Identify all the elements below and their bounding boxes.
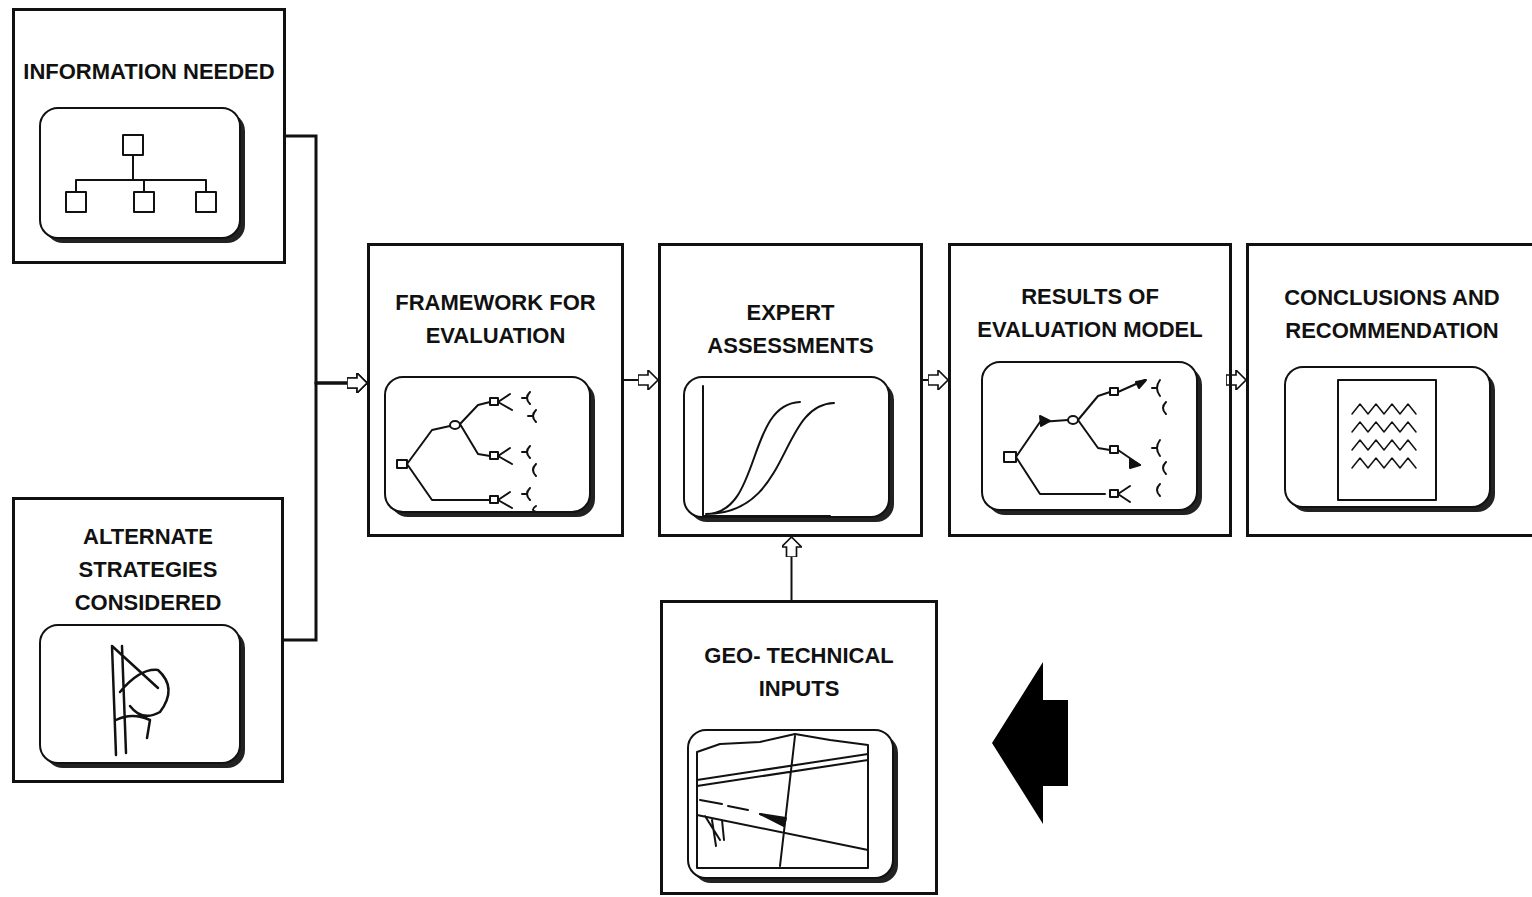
box-title: INFORMATION NEEDED (17, 55, 280, 88)
org-chart-icon (40, 108, 245, 243)
decision-tree-icon (385, 377, 595, 517)
process-box: FRAMEWORK FOR EVALUATION (367, 243, 624, 537)
node-label-area: EXPERT ASSESSMENTS (661, 286, 920, 372)
box-title: RESULTS OF EVALUATION MODEL (951, 280, 1229, 346)
node-label-area: ALTERNATE STRATEGIES CONSIDERED (15, 514, 281, 624)
probability-curves-icon (684, 377, 894, 522)
box-title: EXPERT ASSESSMENTS (661, 296, 920, 362)
process-box: RESULTS OF EVALUATION MODEL (948, 243, 1232, 537)
box-title: FRAMEWORK FOR EVALUATION (370, 286, 621, 352)
box-title: CONCLUSIONS AND RECOMMENDATION (1249, 281, 1532, 347)
input-box: GEO- TECHNICAL INPUTS (660, 600, 938, 895)
evaluated-tree-icon (982, 362, 1202, 515)
input-box: INFORMATION NEEDED (12, 8, 286, 264)
node-label-area: CONCLUSIONS AND RECOMMENDATION (1249, 260, 1532, 368)
node-label-area: FRAMEWORK FOR EVALUATION (370, 260, 621, 378)
flow-arrow (624, 379, 658, 381)
node-label-area: INFORMATION NEEDED (15, 31, 283, 111)
flow-arrow (791, 537, 793, 600)
output-box: CONCLUSIONS AND RECOMMENDATION (1246, 243, 1532, 537)
box-title: GEO- TECHNICAL INPUTS (663, 639, 935, 705)
bracket-connector (284, 383, 367, 640)
bracket-connector (286, 136, 367, 383)
node-label-area: GEO- TECHNICAL INPUTS (663, 613, 935, 731)
box-title: ALTERNATE STRATEGIES CONSIDERED (15, 520, 281, 619)
process-box: EXPERT ASSESSMENTS (658, 243, 923, 537)
report-document-icon (1285, 367, 1495, 512)
flow-arrow (1232, 379, 1246, 381)
pointer-arrow (992, 662, 1068, 824)
flow-arrow (923, 379, 948, 381)
route-map-icon (40, 625, 245, 768)
node-label-area: RESULTS OF EVALUATION MODEL (951, 260, 1229, 366)
input-box: ALTERNATE STRATEGIES CONSIDERED (12, 497, 284, 783)
geologic-section-icon (688, 730, 898, 883)
